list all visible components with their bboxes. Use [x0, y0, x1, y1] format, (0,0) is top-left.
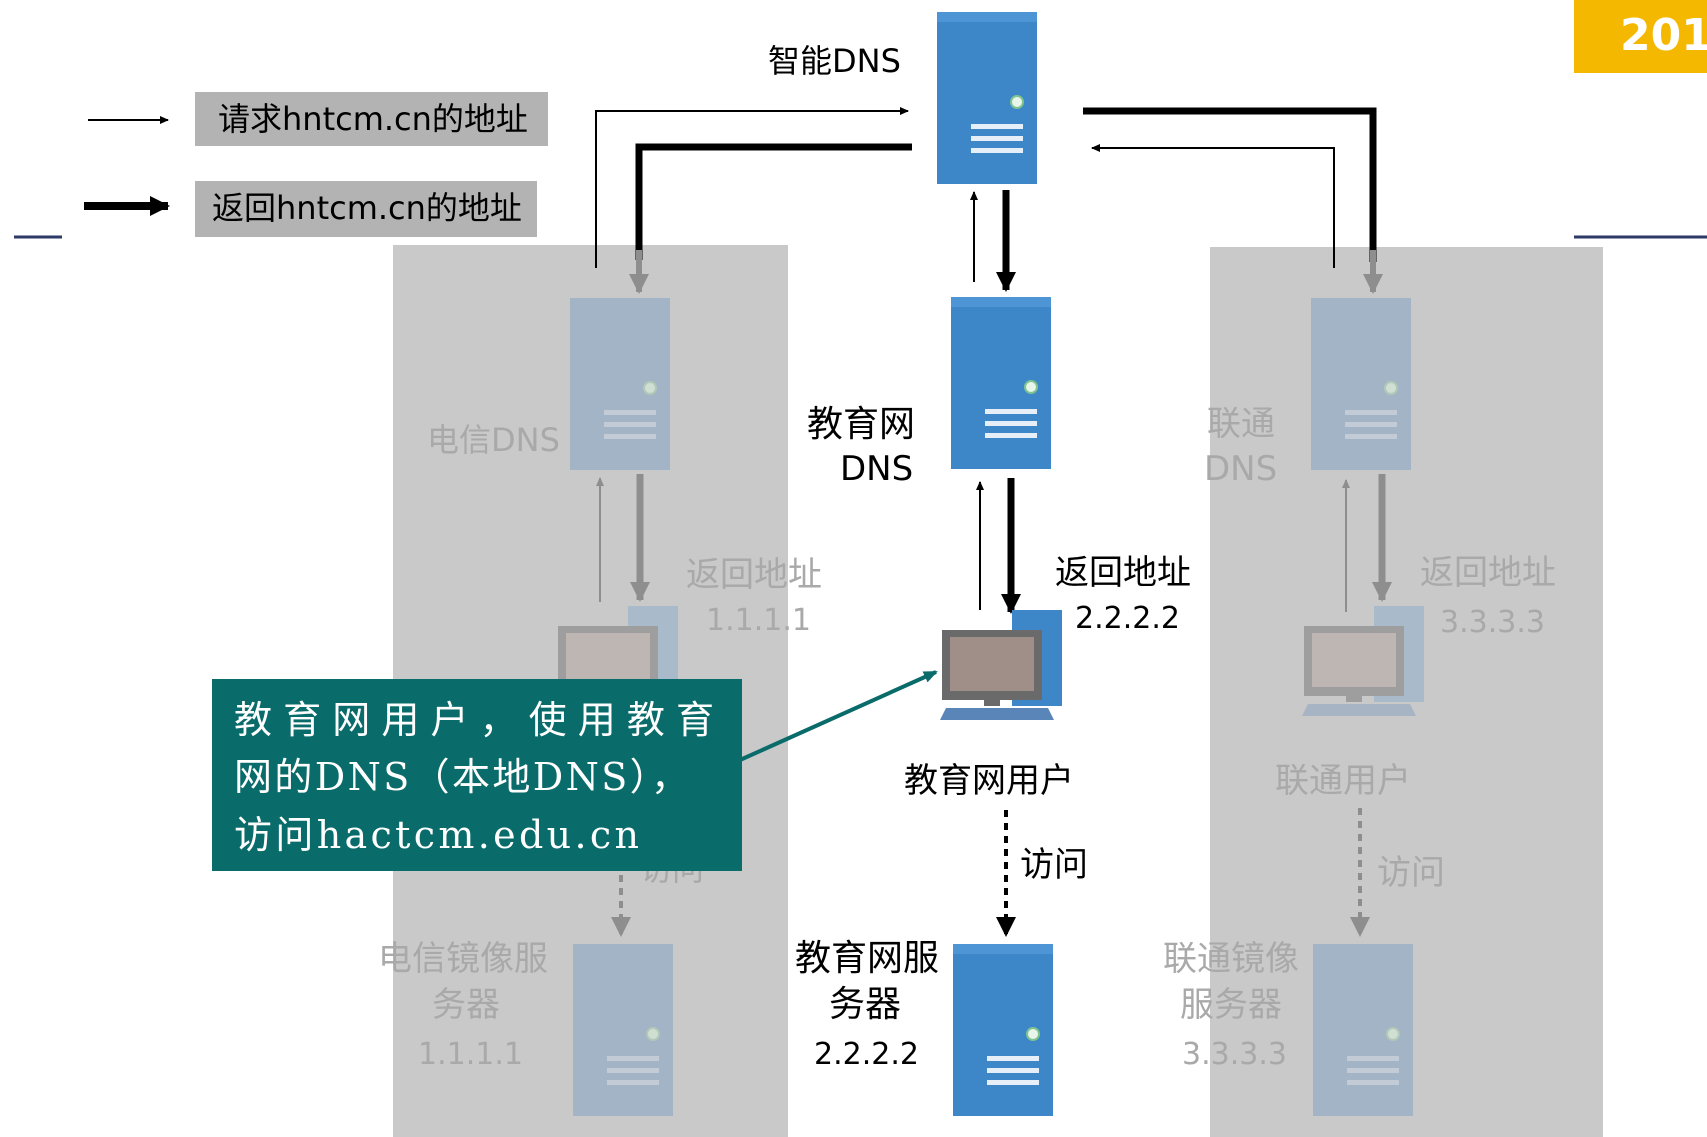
unicom-return-label: 返回地址: [1420, 553, 1556, 593]
year-badge-text: 201: [1620, 10, 1707, 61]
telecom-request-arrow: [595, 107, 909, 268]
edu-return-ip: 2.2.2.2: [1075, 601, 1180, 636]
smart-dns-server-icon: [937, 12, 1037, 184]
legend: 请求hntcm.cn的地址 返回hntcm.cn的地址: [84, 92, 548, 237]
callout-box: [212, 679, 742, 871]
telecom-mirror-label-line1: 电信镜像服: [378, 939, 548, 979]
legend-request-label: 请求hntcm.cn的地址: [218, 100, 528, 138]
edu-user-pc-icon: [940, 610, 1062, 720]
legend-return-box: [195, 181, 537, 237]
telecom-mirror-label-line2: 务器: [432, 985, 500, 1025]
unicom-user-label: 联通用户: [1275, 761, 1411, 801]
edu-dns-label-line2: DNS: [840, 449, 913, 489]
callout-line2: 网的DNS（本地DNS），: [234, 755, 689, 799]
unicom-dns-label-line1: 联通: [1207, 404, 1275, 444]
edu-server-icon: [953, 944, 1053, 1116]
telecom-mirror-server-icon: [573, 944, 673, 1116]
unicom-mirror-ip: 3.3.3.3: [1182, 1037, 1287, 1072]
unicom-visit-label: 访问: [1377, 853, 1445, 893]
unicom-mirror-label-line2: 服务器: [1180, 985, 1282, 1025]
unicom-column: 联通 DNS 返回地址 3.3.3.3 联通用户 访问 联通镜像 服务器 3.3…: [1163, 250, 1556, 1116]
telecom-dns-server-icon: [570, 298, 670, 470]
edu-server-label-line1: 教育网服: [795, 938, 939, 979]
connector-arrows: [595, 107, 1377, 937]
edu-return-label: 返回地址: [1055, 553, 1191, 593]
unicom-mirror-server-icon: [1313, 944, 1413, 1116]
unicom-mirror-label-line1: 联通镜像: [1163, 939, 1299, 979]
edu-dns-label-line1: 教育网: [807, 404, 915, 445]
telecom-dns-label: 电信DNS: [427, 421, 560, 459]
edu-user-label: 教育网用户: [904, 761, 1074, 801]
unicom-dns-label-line2: DNS: [1204, 449, 1277, 489]
telecom-mirror-ip: 1.1.1.1: [418, 1037, 523, 1072]
legend-request-box: [195, 92, 548, 146]
edu-column: 教育网 DNS 返回地址 2.2.2.2 教育网用户 访问 教育网服 务器 2.…: [795, 297, 1191, 1116]
edu-server-ip: 2.2.2.2: [814, 1037, 919, 1072]
callout: 教育网用户，使用教育 网的DNS（本地DNS）， 访问hactcm.edu.cn: [212, 670, 938, 871]
legend-return-label: 返回hntcm.cn的地址: [212, 189, 522, 227]
smart-dns-label: 智能DNS: [768, 42, 901, 80]
edu-server-label-line2: 务器: [829, 984, 901, 1025]
callout-pointer-arrow: [739, 670, 938, 762]
unicom-request-arrow: [1091, 144, 1335, 268]
edu-visit-label: 访问: [1020, 845, 1088, 885]
unicom-dns-server-icon: [1311, 298, 1411, 470]
unicom-return-arrow-top: [1083, 107, 1377, 262]
unicom-return-ip: 3.3.3.3: [1440, 605, 1545, 640]
telecom-return-ip: 1.1.1.1: [706, 603, 811, 638]
year-badge: 201: [1574, 0, 1707, 73]
telecom-return-arrow-top: [635, 143, 912, 260]
telecom-return-label: 返回地址: [686, 555, 822, 595]
edu-dns-server-icon: [951, 297, 1051, 469]
